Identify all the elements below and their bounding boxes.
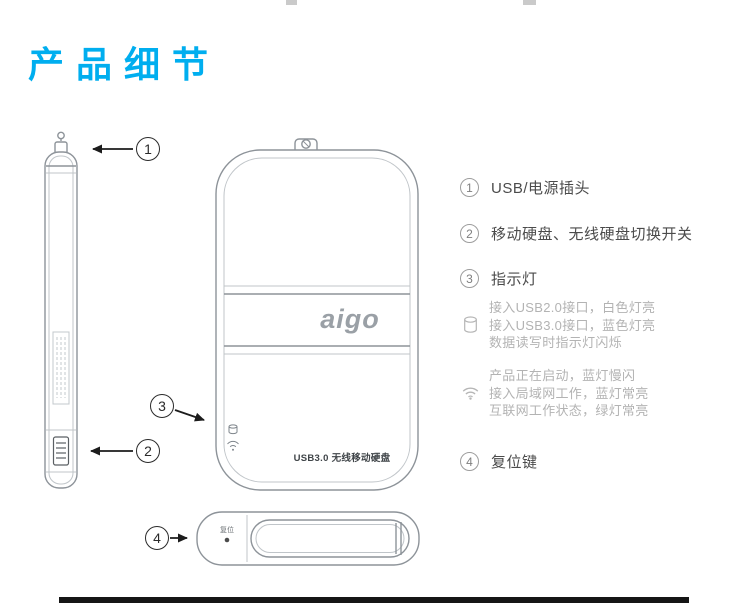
brand-logo: aigo (320, 304, 380, 334)
next-section-edge (59, 597, 689, 603)
note-line: 接入USB2.0接口，白色灯亮 (489, 300, 656, 315)
bottom-view-drawing (196, 511, 420, 566)
mode-switch-drawing (52, 436, 70, 466)
crop-artifact (286, 0, 297, 5)
wifi-note-lines: 产品正在启动，蓝灯慢闪 接入局域网工作，蓝灯常亮 互联网工作状态，绿灯常亮 (489, 367, 649, 420)
front-led-icons (227, 424, 239, 451)
note-line: 接入USB3.0接口，蓝色灯亮 (489, 317, 656, 333)
callout-marker-3: 3 (150, 394, 174, 418)
side-view-drawing (44, 131, 78, 489)
front-view-drawing (215, 138, 419, 491)
legend-num-1: 1 (460, 178, 479, 197)
wifi-icon (461, 386, 479, 401)
indicator-note-disk: 接入USB2.0接口，白色灯亮 接入USB3.0接口，蓝色灯亮 数据读写时指示灯… (461, 299, 655, 352)
indicator-note-wifi: 产品正在启动，蓝灯慢闪 接入局域网工作，蓝灯常亮 互联网工作状态，绿灯常亮 (461, 367, 649, 420)
legend-label-2: 移动硬盘、无线硬盘切换开关 (491, 226, 693, 243)
legend-num-2: 2 (460, 224, 479, 243)
legend-item-reset: 4 复位键 (460, 451, 538, 472)
disk-note-lines: 接入USB2.0接口，白色灯亮 接入USB3.0接口，蓝色灯亮 数据读写时指示灯… (489, 299, 655, 352)
arrow-to-indicator (174, 409, 205, 422)
legend-label-3: 指示灯 (491, 271, 538, 288)
callout-marker-2: 2 (136, 439, 160, 463)
reset-hole (224, 537, 230, 543)
section-title: 产品细节 (28, 44, 221, 85)
legend-item-usb-plug: 1 USB/电源插头 (460, 177, 590, 198)
drive-icon (461, 316, 479, 334)
legend-item-mode-switch: 2 移动硬盘、无线硬盘切换开关 (460, 223, 693, 244)
front-label: USB3.0 无线移动硬盘 (294, 452, 391, 464)
callout-arrows (90, 144, 205, 543)
note-line: 互联网工作状态，绿灯常亮 (489, 403, 649, 418)
reset-label: 复位 (220, 525, 234, 534)
note-line: 接入局域网工作，蓝灯常亮 (489, 385, 649, 401)
note-line: 数据读写时指示灯闪烁 (489, 335, 623, 350)
callout-marker-1: 1 (136, 137, 160, 161)
legend-num-3: 3 (460, 269, 479, 288)
legend-num-4: 4 (460, 452, 479, 471)
legend-item-indicator: 3 指示灯 (460, 268, 538, 289)
legend-label-4: 复位键 (491, 454, 538, 471)
callout-marker-4: 4 (145, 526, 169, 550)
legend-label-1: USB/电源插头 (491, 180, 591, 197)
side-view-sticker (52, 331, 70, 405)
note-line: 产品正在启动，蓝灯慢闪 (489, 368, 636, 383)
crop-artifact (523, 0, 536, 5)
